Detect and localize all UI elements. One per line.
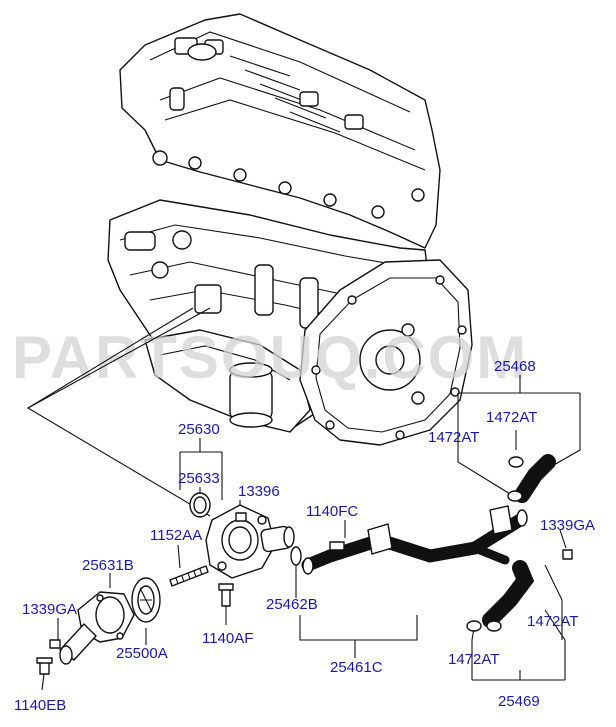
label-25631b[interactable]: 25631B	[82, 557, 134, 574]
label-25462b[interactable]: 25462B	[266, 596, 318, 613]
bolt-1140fc	[329, 541, 345, 551]
label-1140af[interactable]: 1140AF	[202, 630, 253, 647]
label-25633[interactable]: 25633	[178, 470, 220, 487]
bolt-13396	[235, 512, 247, 522]
part-labels: 25630 25633 13396 1152AA 25631B 1339GA 2…	[14, 358, 595, 714]
label-25469[interactable]: 25469	[498, 693, 540, 710]
label-1140fc[interactable]: 1140FC	[306, 503, 358, 520]
label-25500a[interactable]: 25500A	[116, 645, 168, 662]
label-1472at-upper-right[interactable]: 1472AT	[486, 409, 537, 426]
leader-lines	[26, 307, 581, 691]
label-25468[interactable]: 25468	[494, 358, 536, 375]
label-13396[interactable]: 13396	[238, 483, 280, 500]
label-1472at-upper-left[interactable]: 1472AT	[428, 429, 479, 446]
bolt-1140eb	[36, 657, 53, 675]
bolt-1339ga-left	[49, 639, 61, 649]
thermostat-housing	[59, 591, 135, 665]
hose-25469	[466, 560, 535, 632]
label-25630[interactable]: 25630	[178, 421, 220, 438]
bolt-1339ga-right	[562, 549, 573, 560]
label-1472at-lower-right[interactable]: 1472AT	[527, 613, 578, 630]
label-1339ga-left[interactable]: 1339GA	[22, 601, 77, 618]
stud-1152aa	[169, 565, 209, 587]
water-outlet-housing	[205, 504, 295, 579]
watermark: PARTSOUQ.COM	[12, 324, 528, 391]
label-1152aa[interactable]: 1152AA	[150, 527, 202, 544]
thermostat	[131, 577, 161, 623]
hose-25462b	[290, 546, 302, 566]
label-1140eb[interactable]: 1140EB	[14, 697, 66, 714]
label-25461c[interactable]: 25461C	[330, 659, 383, 676]
water-pipe	[301, 505, 528, 575]
hose-25468	[507, 454, 556, 503]
label-1339ga-right[interactable]: 1339GA	[540, 517, 595, 534]
label-1472at-lower-left[interactable]: 1472AT	[448, 651, 499, 668]
engine-block	[107, 13, 473, 446]
bolt-1140af	[218, 583, 234, 607]
gasket-25633	[189, 492, 211, 518]
